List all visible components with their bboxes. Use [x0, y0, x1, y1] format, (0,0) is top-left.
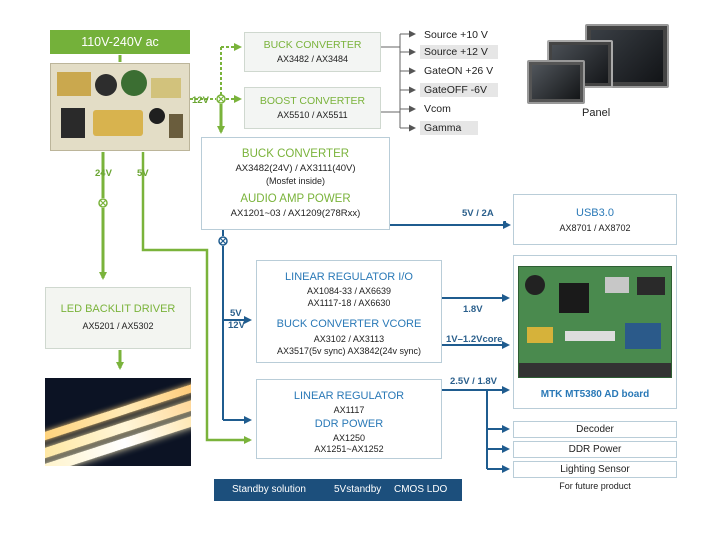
linear-regulator-io-box: LINEAR REGULATOR I/O AX1084-33 / AX6639 … [256, 260, 442, 363]
mtk-board-label: MTK MT5380 AD board [540, 389, 650, 400]
linear-regulator-ddr-box: LINEAR REGULATOR AX1117 DDR POWER AX1250… [256, 379, 442, 459]
label-mid-12v: 12V [228, 320, 245, 331]
boost-title: BOOST CONVERTER [259, 95, 366, 107]
output-vcom: Vcom [424, 103, 451, 115]
buck-main-parts: AX3482(24V) / AX3111(40V) [235, 163, 356, 174]
label-1-8v: 1.8V [463, 304, 483, 315]
boost-parts: AX5510 / AX5511 [277, 110, 348, 120]
linear-io-parts2: AX1117-18 / AX6630 [307, 298, 391, 308]
panel-image [525, 24, 673, 104]
lighting-sensor-box: Lighting Sensor [513, 461, 677, 478]
label-24v: 24V [95, 168, 112, 179]
ddr-power-label: DDR Power [568, 444, 622, 455]
buck-main-note: (Mosfet inside) [265, 176, 326, 186]
linear-ddr-parts1: AX1117 [333, 405, 365, 415]
output-gamma: Gamma [420, 121, 478, 135]
standby-item1: 5Vstandby [334, 484, 382, 495]
future-product-note: For future product [559, 481, 631, 491]
linear-ddr-title: LINEAR REGULATOR [293, 390, 405, 402]
audio-amp-parts: AX1201~03 / AX1209(278Rxx) [230, 208, 361, 219]
output-source-12v: Source +12 V [420, 45, 498, 59]
output-gateoff: GateOFF -6V [420, 83, 498, 97]
ddr-power-parts1: AX1250 [332, 433, 366, 443]
label-12v: 12V [192, 95, 209, 106]
usb3-box: USB3.0 AX8701 / AX8702 [513, 194, 677, 245]
led-strip-image [45, 378, 191, 466]
vcore-title: BUCK CONVERTER VCORE [276, 318, 422, 330]
led-driver-box: LED BACKLIT DRIVER AX5201 / AX5302 [45, 287, 191, 349]
audio-amp-title: AUDIO AMP POWER [240, 193, 351, 205]
ddr-power-title: DDR POWER [314, 418, 384, 430]
usb3-parts: AX8701 / AX8702 [559, 223, 631, 233]
standby-title: Standby solution [232, 484, 306, 495]
usb3-title: USB3.0 [576, 207, 614, 219]
buck-converter-top-box: BUCK CONVERTER AX3482 / AX3484 [244, 32, 381, 72]
label-mid-5v: 5V [230, 308, 242, 319]
output-gateon: GateON +26 V [424, 65, 494, 77]
vcore-parts1: AX3102 / AX3113 [313, 334, 385, 344]
decoder-box: Decoder [513, 421, 677, 438]
standby-bar: Standby solution 5Vstandby CMOS LDO [214, 479, 462, 501]
mtk-board-image [518, 266, 672, 378]
panel-label: Panel [582, 107, 611, 119]
buck-main-title: BUCK CONVERTER [241, 148, 350, 160]
linear-io-title: LINEAR REGULATOR I/O [285, 271, 413, 283]
label-ddr-voltage: 2.5V / 1.8V [450, 376, 498, 387]
standby-item2: CMOS LDO [394, 484, 448, 495]
output-source-10v: Source +10 V [424, 29, 488, 41]
led-driver-parts: AX5201 / AX5302 [82, 321, 154, 331]
label-5v: 5V [137, 168, 149, 179]
buck-top-title: BUCK CONVERTER [263, 39, 362, 51]
mtk-board-box: MTK MT5380 AD board [513, 255, 677, 409]
ddr-power-parts2: AX1251~AX1252 [314, 444, 384, 454]
decoder-label: Decoder [576, 424, 614, 435]
buck-top-parts: AX3482 / AX3484 [276, 54, 349, 64]
label-vcore: 1V–1.2Vcore [446, 334, 503, 345]
linear-io-parts1: AX1084-33 / AX6639 [306, 286, 392, 296]
boost-converter-box: BOOST CONVERTER AX5510 / AX5511 [244, 87, 381, 129]
label-usb-5v-2a: 5V / 2A [462, 208, 494, 219]
vcore-parts2: AX3517(5v sync) AX3842(24v sync) [276, 346, 422, 356]
psu-board-image [50, 63, 190, 151]
power-input-label: 110V-240V ac [50, 30, 190, 54]
lighting-sensor-label: Lighting Sensor [560, 464, 630, 475]
led-driver-title: LED BACKLIT DRIVER [60, 303, 176, 315]
ddr-power-box: DDR Power [513, 441, 677, 458]
buck-converter-main-box: BUCK CONVERTER AX3482(24V) / AX3111(40V)… [201, 137, 390, 230]
